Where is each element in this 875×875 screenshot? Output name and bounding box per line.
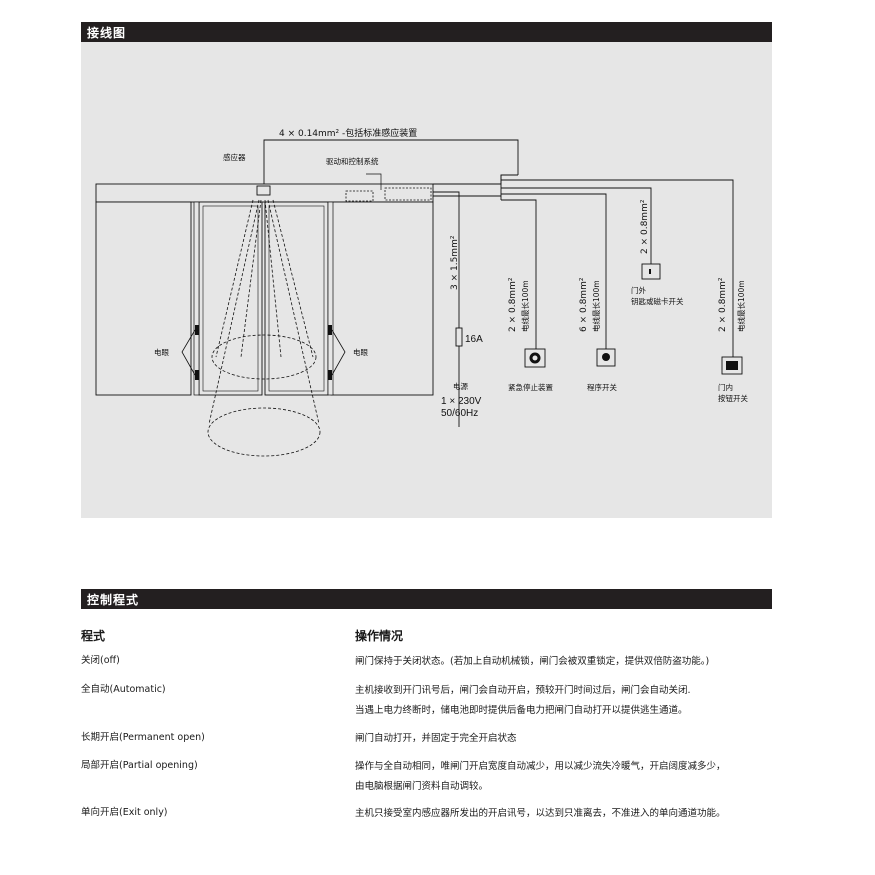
key-label-2: 钥匙或磁卡开关 bbox=[631, 296, 684, 306]
program-label: 程序开关 bbox=[587, 382, 617, 392]
drive-unit-box bbox=[345, 190, 374, 202]
program-column-header: 程式 bbox=[81, 629, 106, 643]
program-len-label: 电线最长100m bbox=[591, 280, 601, 332]
top-cable-label: 4 × 0.14mm² -包括标准感应装置 bbox=[279, 127, 417, 139]
photo-eye-right-label: 电眼 bbox=[353, 347, 368, 357]
wiring-diagram: 4 × 0.14mm² -包括标准感应装置 感应器 驱动和控制系统 电眼 电眼 bbox=[95, 127, 748, 457]
left-side-panel bbox=[95, 201, 192, 396]
operation-description: 操作与全自动相同，唯闸门开启宽度自动减少，用以减少流失冷暖气，开启阔度减多少， … bbox=[355, 761, 726, 792]
junction-feed bbox=[433, 174, 518, 185]
inner-button-cable bbox=[501, 179, 734, 357]
program-name: 局部开启(Partial opening) bbox=[81, 760, 198, 771]
power-spec-2: 50/60Hz bbox=[441, 408, 478, 419]
fuse-symbol bbox=[455, 327, 463, 347]
control-section-header: 控制程式 bbox=[81, 589, 772, 609]
control-unit-box bbox=[384, 187, 432, 201]
inner-cable-label: 2 × 0.8mm² bbox=[718, 277, 728, 332]
right-side-panel bbox=[330, 201, 434, 396]
inner-label-1: 门内 bbox=[718, 382, 733, 392]
emergency-label: 紧急停止装置 bbox=[508, 382, 553, 392]
key-cable-label: 2 × 0.8mm² bbox=[640, 199, 650, 254]
key-cable bbox=[501, 187, 652, 264]
drive-system-label: 驱动和控制系统 bbox=[326, 156, 379, 166]
program-name: 关闭(off) bbox=[81, 655, 120, 666]
photo-eye-left-label: 电眼 bbox=[154, 347, 169, 357]
key-label-1: 门外 bbox=[631, 285, 646, 295]
sensor-detection-field bbox=[207, 199, 321, 457]
program-name: 全自动(Automatic) bbox=[81, 684, 166, 695]
operation-description: 闸门自动打开，并固定于完全开启状态 bbox=[355, 733, 517, 744]
photo-eye-right-arrow bbox=[331, 329, 346, 376]
wiring-diagram-panel: 4 × 0.14mm² -包括标准感应装置 感应器 驱动和控制系统 电眼 电眼 bbox=[81, 42, 772, 518]
power-label: 电源 bbox=[453, 381, 468, 391]
power-cable-label: 3 × 1.5mm² bbox=[450, 235, 460, 290]
control-section-title: 控制程式 bbox=[87, 593, 140, 607]
operation-description: 主机接收到开门讯号后，闸门会自动开启，预较开门时间过后，闸门会自动关闭. 当遇上… bbox=[355, 685, 691, 716]
sensor-box bbox=[256, 185, 271, 196]
fuse-label: 16A bbox=[465, 334, 483, 345]
sensor-label: 感应器 bbox=[223, 152, 246, 162]
emergency-cable-label: 2 × 0.8mm² bbox=[508, 277, 518, 332]
photo-eye-left-arrow bbox=[181, 329, 196, 376]
program-cable bbox=[501, 193, 607, 349]
right-door-leaf bbox=[264, 201, 329, 396]
wiring-section-header: 接线图 bbox=[81, 22, 772, 42]
left-door-leaf bbox=[198, 201, 263, 396]
sensor-cable bbox=[263, 139, 519, 186]
photo-eye-right-bottom bbox=[328, 370, 332, 380]
photo-eye-left-bottom bbox=[195, 370, 199, 380]
program-name: 长期开启(Permanent open) bbox=[81, 732, 205, 743]
program-cable-label: 6 × 0.8mm² bbox=[579, 277, 589, 332]
inner-len-label: 电线最长100m bbox=[736, 280, 746, 332]
photo-eye-right-top bbox=[328, 325, 332, 335]
drive-pointer bbox=[366, 173, 382, 190]
power-cable bbox=[433, 191, 460, 427]
inner-button-icon bbox=[726, 361, 738, 370]
inner-label-2: 按钮开关 bbox=[718, 393, 748, 403]
operation-column-header: 操作情况 bbox=[355, 629, 404, 643]
key-switch-icon bbox=[649, 269, 651, 274]
operation-description: 闸门保持于关闭状态。(若加上自动机械锁，闸门会被双重锁定，提供双倍防盗功能。) bbox=[355, 656, 710, 667]
wiring-section-title: 接线图 bbox=[87, 26, 127, 40]
emergency-cable bbox=[501, 199, 537, 349]
power-spec-1: 1 × 230V bbox=[441, 396, 482, 407]
operation-description: 主机只接受室内感应器所发出的开启讯号，以达到只准离去，不准进入的单向通道功能。 bbox=[355, 808, 726, 819]
emergency-len-label: 电线最长100m bbox=[520, 280, 530, 332]
program-switch-icon bbox=[602, 353, 610, 361]
photo-eye-left-top bbox=[195, 325, 199, 335]
program-name: 单向开启(Exit only) bbox=[81, 807, 168, 818]
